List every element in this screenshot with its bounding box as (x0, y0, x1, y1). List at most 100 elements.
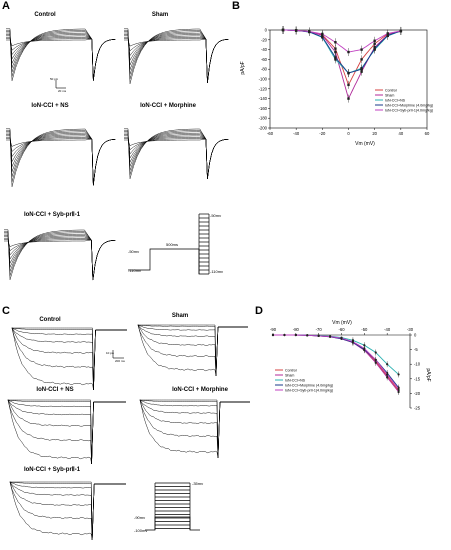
current-trace (139, 400, 250, 459)
current-trace-family (139, 399, 250, 459)
protocol-c-top-label: -35mv (192, 481, 203, 486)
current-trace (9, 482, 126, 541)
current-trace (4, 235, 116, 281)
current-trace (7, 399, 126, 465)
y-tick-label: -25 (414, 406, 421, 411)
current-trace (9, 481, 126, 541)
trace-title-sham-a: Sham (151, 12, 169, 18)
protocol-a-top-label: -50mv (210, 213, 221, 218)
x-tick-label: 40 (398, 131, 403, 136)
current-trace (6, 28, 116, 81)
data-point (271, 333, 275, 337)
legend-label: Sham (385, 93, 394, 97)
trace-title-syb-c: IoN-CCI + Syb-prⅡ-1 (23, 467, 81, 473)
x-tick-label: -60 (338, 327, 345, 332)
current-trace (124, 32, 229, 84)
y-tick-label: -80 (261, 67, 268, 72)
current-trace (137, 324, 248, 377)
legend-label: IoN-CCI+Syb-prII-1(4.0mg/kg) (285, 388, 333, 392)
data-point (317, 334, 320, 337)
current-trace (137, 324, 248, 377)
y-tick-label: -20 (261, 37, 268, 42)
chart-d: -90-80-70-60-50-40-300-5-10-15-20-25Cont… (270, 320, 431, 411)
current-trace (11, 327, 127, 391)
current-trace (11, 327, 127, 391)
current-trace (139, 399, 250, 459)
current-trace (124, 134, 229, 180)
current-trace-family (6, 128, 116, 187)
y-tick-label: -180 (259, 116, 268, 121)
plot-frame (269, 29, 428, 129)
y-tick-label: -5 (414, 347, 418, 352)
trace-title-control-c: Control (39, 317, 61, 323)
panel-label-a: A (2, 0, 10, 12)
x-tick-label: 60 (425, 131, 430, 136)
current-trace (11, 327, 127, 391)
y-tick-label: 0 (265, 28, 268, 33)
current-trace (10, 481, 126, 541)
x-tick-label: -20 (319, 131, 326, 136)
current-trace-family (11, 327, 127, 391)
current-trace (7, 399, 126, 465)
x-tick-label: -50 (361, 327, 368, 332)
current-trace (137, 324, 248, 377)
protocol-a-duration-label: 500ms (166, 242, 178, 247)
x-tick-label: -70 (316, 327, 323, 332)
legend-label: IoN-CCI+NS (385, 98, 406, 102)
current-trace-family (6, 28, 116, 81)
current-trace (7, 399, 126, 465)
current-trace (124, 128, 229, 180)
y-tick-label: -160 (259, 106, 268, 111)
current-trace (124, 31, 229, 84)
data-point (328, 335, 332, 338)
current-trace (124, 28, 229, 84)
data-point (340, 337, 343, 340)
panel-c-traces: 10 pA 200 ms -35mv -90mv -100mv (7, 324, 250, 541)
y-tick-label: -20 (414, 391, 421, 396)
current-trace (7, 400, 126, 465)
scale-y-label-c: 10 pA (106, 351, 114, 355)
current-trace (124, 135, 229, 180)
trace-title-ns-c: IoN-CCI + NS (36, 387, 74, 393)
x-tick-label: 0 (347, 131, 350, 136)
trace-title-sham-c: Sham (171, 313, 189, 319)
trace-title-syb-a: IoN-CCI + Syb-prⅡ-1 (23, 212, 81, 218)
current-trace-family (9, 481, 126, 541)
data-point (306, 334, 309, 337)
data-point (294, 333, 297, 337)
scale-y-label-a: 50 pA (50, 77, 58, 81)
current-trace (139, 399, 250, 459)
protocol-a-hold-label: -110mv (128, 268, 141, 273)
scale-x-label-c: 200 ms (115, 359, 125, 363)
chart-d-ylabel: pA/pF (425, 368, 431, 381)
x-tick-label: -60 (267, 131, 274, 136)
current-trace-family (124, 28, 229, 84)
x-tick-label: -40 (384, 327, 391, 332)
legend-label: IoN-CCI+Syb-prII-1(4.0mg/kg) (385, 108, 433, 112)
current-trace (8, 399, 126, 465)
current-trace (4, 233, 116, 281)
current-trace (6, 134, 116, 186)
current-trace (6, 38, 116, 81)
y-tick-label: -200 (259, 126, 268, 131)
current-trace (9, 481, 126, 541)
trace-title-morphine-a: IoN-CCI + Morphine (140, 103, 196, 109)
current-trace (12, 327, 127, 391)
y-tick-label: -60 (261, 57, 268, 62)
chart-b-xlabel: Vm (mV) (355, 141, 375, 147)
legend-label: Sham (285, 373, 294, 377)
panel-label-b: B (232, 0, 240, 12)
y-tick-label: -100 (259, 77, 268, 82)
y-tick-label: -15 (414, 376, 421, 381)
current-trace (6, 132, 116, 186)
current-trace (6, 138, 116, 186)
y-tick-label: -120 (259, 86, 268, 91)
current-trace (9, 481, 126, 541)
y-tick-label: -10 (414, 362, 421, 367)
current-trace (137, 325, 248, 377)
current-trace (124, 132, 229, 180)
panel-label-c: C (2, 305, 10, 317)
current-trace (9, 481, 126, 541)
scale-x-label-a: 20 ms (58, 89, 67, 93)
